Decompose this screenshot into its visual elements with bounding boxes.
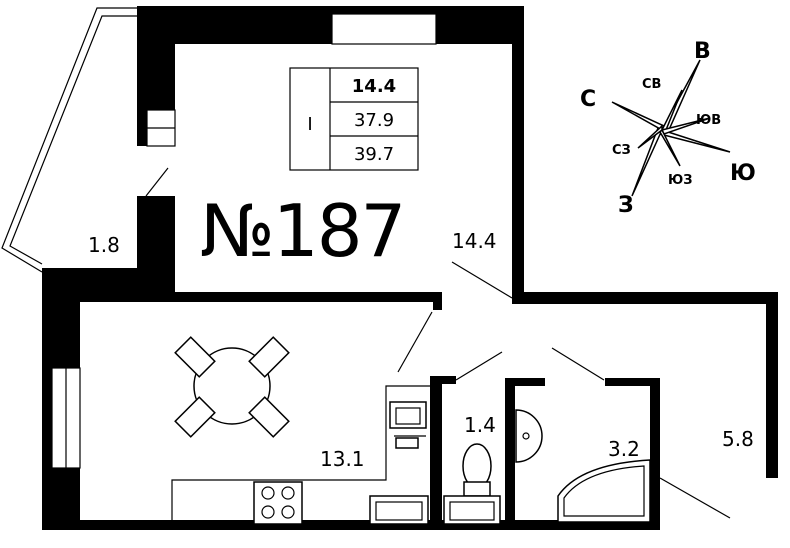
apartment-number: №187 (200, 189, 404, 273)
windows (51, 13, 437, 469)
doors (397, 261, 731, 519)
hallway-area: 5.8 (722, 427, 754, 451)
living-room-area: 14.4 (452, 229, 497, 253)
compass-north-west: СЗ (612, 143, 631, 158)
bathroom-fixtures (515, 409, 651, 523)
dining-table (174, 336, 290, 438)
compass-south-west: ЮЗ (668, 173, 693, 188)
compass-north: С (580, 87, 596, 112)
bathroom-area: 3.2 (608, 437, 640, 461)
summary-table: I 14.4 37.9 39.7 (289, 67, 419, 171)
compass-south: Ю (730, 161, 756, 186)
compass-west: З (618, 193, 634, 218)
compass-north-east: СВ (642, 77, 661, 92)
balcony-outline (1, 7, 169, 273)
toilet-fixtures (443, 443, 501, 525)
compass-rose: С В Ю З СВ ЮВ ЮЗ СЗ (580, 39, 756, 218)
balcony-area: 1.8 (88, 233, 120, 257)
compass-east: В (694, 39, 711, 64)
compass-south-east: ЮВ (696, 113, 721, 128)
walls (42, 6, 778, 530)
toilet-area: 1.4 (464, 413, 496, 437)
table-row-3: 39.7 (354, 144, 394, 165)
room-labels: 1.8 14.4 13.1 1.4 3.2 5.8 (88, 229, 754, 471)
table-row-1: 14.4 (352, 76, 396, 97)
kitchen-area: 13.1 (320, 447, 365, 471)
floor-label: I (307, 114, 312, 135)
kitchen-counter (171, 385, 430, 525)
table-row-2: 37.9 (354, 110, 394, 131)
